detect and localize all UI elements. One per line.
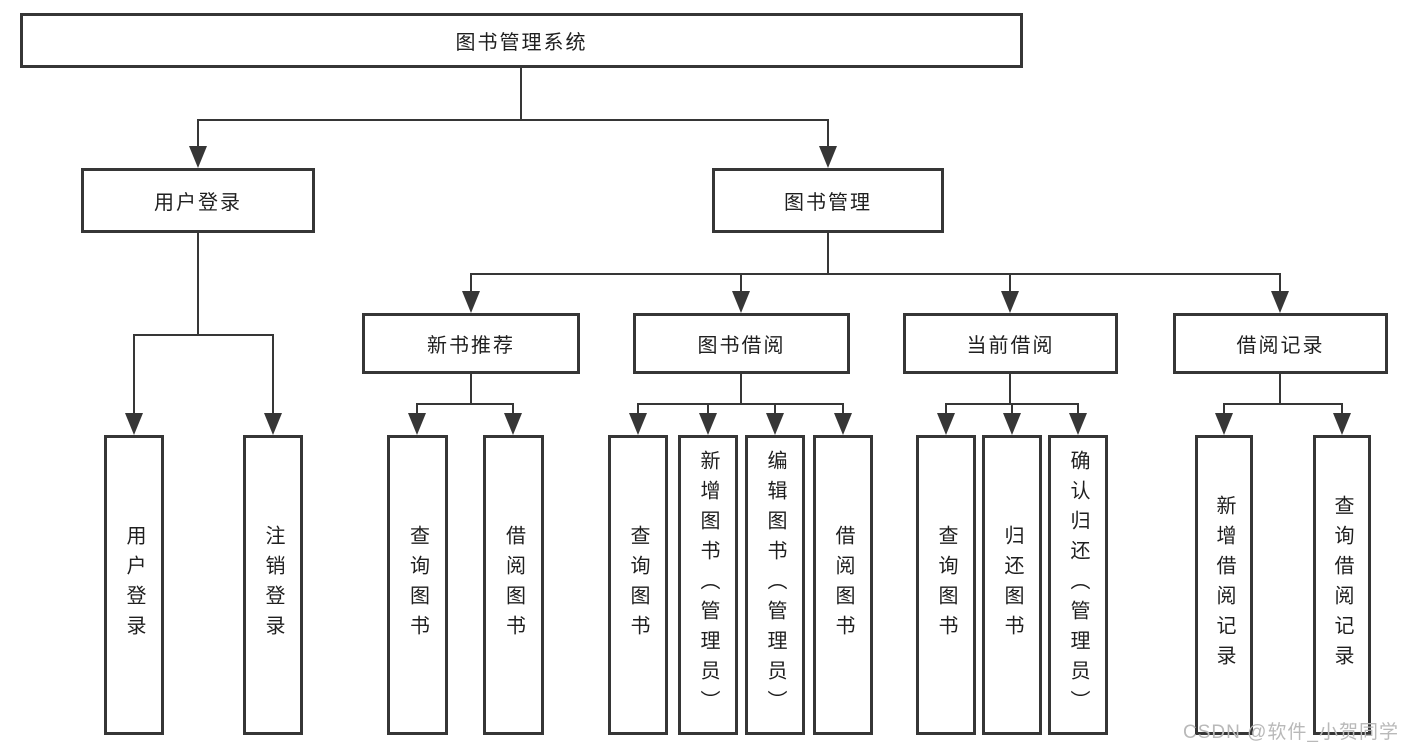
leaf-current-return-books: 归还图书 [982, 435, 1042, 735]
leaf-logout: 注销登录 [243, 435, 303, 735]
connector-book-management-stem [827, 233, 829, 275]
node-root: 图书管理系统 [20, 13, 1023, 68]
leaf-user-login-label: 用户登录 [123, 525, 145, 645]
connector-drop-current-return [1011, 405, 1013, 413]
connector-drop-user-login [197, 121, 199, 146]
connector-drop-borrow-query [637, 405, 639, 413]
node-user-login: 用户登录 [81, 168, 315, 233]
arrow-down-user-login [189, 146, 207, 168]
leaf-borrow-add-books: 新增图书（管理员） [678, 435, 738, 735]
node-root-label: 图书管理系统 [455, 32, 588, 54]
connector-records-bar [1223, 403, 1343, 405]
connector-drop-recommend-borrow [512, 405, 514, 413]
connector-drop-borrow-borrow [842, 405, 844, 413]
connector-drop-leaf-user-login [133, 336, 135, 413]
connector-drop-records-query [1341, 405, 1343, 413]
leaf-recommend-query-books-label: 查询图书 [406, 525, 429, 645]
arrow-down-current-return [1003, 413, 1021, 435]
leaf-borrow-add-books-label: 新增图书（管理员） [697, 450, 719, 720]
leaf-recommend-borrow-books-label: 借阅图书 [502, 525, 525, 645]
arrow-down-current-query [937, 413, 955, 435]
node-current-borrow-label: 当前借阅 [966, 335, 1055, 357]
connector-recommend-bar [416, 403, 514, 405]
leaf-current-confirm-return: 确认归还（管理员） [1048, 435, 1108, 735]
leaf-borrow-query-books: 查询图书 [608, 435, 668, 735]
arrow-down-leaf-user-login [125, 413, 143, 435]
connector-drop-leaf-logout [272, 336, 274, 413]
leaf-records-add-record: 新增借阅记录 [1195, 435, 1253, 735]
arrow-down-book-management [819, 146, 837, 168]
leaf-current-return-books-label: 归还图书 [1001, 525, 1023, 645]
leaf-borrow-edit-books-label: 编辑图书（管理员） [764, 450, 786, 720]
node-book-borrow-label: 图书借阅 [697, 335, 786, 357]
arrow-down-recommend-borrow [504, 413, 522, 435]
connector-drop-records-add [1223, 405, 1225, 413]
connector-borrow-stem [740, 374, 742, 405]
leaf-records-add-record-label: 新增借阅记录 [1213, 495, 1235, 675]
connector-drop-current-confirm [1077, 405, 1079, 413]
arrow-down-borrow-edit [766, 413, 784, 435]
connector-drop-current-query [945, 405, 947, 413]
connector-root-bar [197, 119, 829, 121]
connector-drop-current-borrow [1009, 275, 1011, 291]
arrow-down-borrow-query [629, 413, 647, 435]
leaf-records-query-record: 查询借阅记录 [1313, 435, 1371, 735]
connector-drop-book-borrow [740, 275, 742, 291]
node-book-borrow: 图书借阅 [633, 313, 850, 374]
arrow-down-records-add [1215, 413, 1233, 435]
node-current-borrow: 当前借阅 [903, 313, 1118, 374]
node-book-management: 图书管理 [712, 168, 944, 233]
arrow-down-recommend-query [408, 413, 426, 435]
connector-borrow-bar [637, 403, 844, 405]
leaf-user-login: 用户登录 [104, 435, 164, 735]
csdn-watermark: CSDN @软件_小贺同学 [1183, 722, 1399, 743]
leaf-current-confirm-return-label: 确认归还（管理员） [1067, 450, 1089, 720]
leaf-borrow-borrow-books-label: 借阅图书 [832, 525, 854, 645]
connector-current-bar [945, 403, 1079, 405]
leaf-borrow-borrow-books: 借阅图书 [813, 435, 873, 735]
leaf-records-query-record-label: 查询借阅记录 [1331, 495, 1353, 675]
connector-recommend-stem [470, 374, 472, 405]
connector-book-management-bar [470, 273, 1281, 275]
connector-drop-new-book-recommend [470, 275, 472, 291]
connector-current-stem [1009, 374, 1011, 405]
connector-drop-borrow-records [1279, 275, 1281, 291]
arrow-down-records-query [1333, 413, 1351, 435]
connector-user-login-stem [197, 233, 199, 336]
leaf-recommend-borrow-books: 借阅图书 [483, 435, 544, 735]
arrow-down-current-borrow [1001, 291, 1019, 313]
connector-user-login-bar [133, 334, 274, 336]
arrow-down-borrow-records [1271, 291, 1289, 313]
leaf-borrow-edit-books: 编辑图书（管理员） [745, 435, 805, 735]
node-borrow-records-label: 借阅记录 [1236, 335, 1325, 357]
node-borrow-records: 借阅记录 [1173, 313, 1388, 374]
leaf-current-query-books: 查询图书 [916, 435, 976, 735]
node-new-book-recommend: 新书推荐 [362, 313, 580, 374]
connector-records-stem [1279, 374, 1281, 405]
arrow-down-borrow-borrow [834, 413, 852, 435]
arrow-down-current-confirm [1069, 413, 1087, 435]
node-user-login-label: 用户登录 [154, 192, 242, 214]
node-new-book-recommend-label: 新书推荐 [427, 335, 515, 357]
connector-drop-book-management [827, 121, 829, 146]
connector-drop-borrow-edit [774, 405, 776, 413]
arrow-down-leaf-logout [264, 413, 282, 435]
arrow-down-borrow-add [699, 413, 717, 435]
leaf-borrow-query-books-label: 查询图书 [627, 525, 649, 645]
connector-drop-borrow-add [707, 405, 709, 413]
leaf-logout-label: 注销登录 [262, 525, 284, 645]
leaf-recommend-query-books: 查询图书 [387, 435, 448, 735]
node-book-management-label: 图书管理 [784, 192, 872, 214]
arrow-down-book-borrow [732, 291, 750, 313]
arrow-down-new-book-recommend [462, 291, 480, 313]
connector-drop-recommend-query [416, 405, 418, 413]
connector-root-stem [520, 68, 522, 121]
leaf-current-query-books-label: 查询图书 [935, 525, 957, 645]
